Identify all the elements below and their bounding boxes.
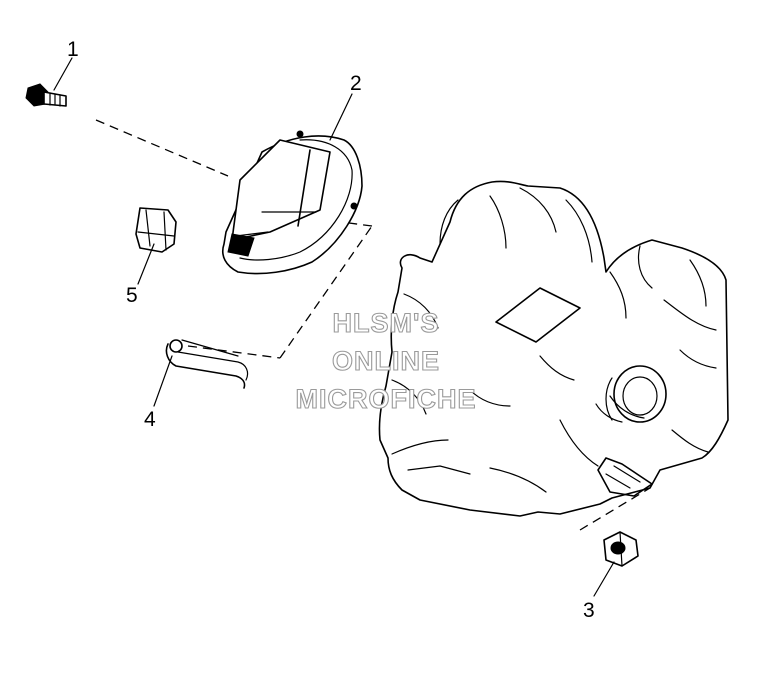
watermark-line-2: ONLINE [332, 346, 440, 376]
callout-1: 1 [67, 38, 79, 61]
spring-part [165, 339, 249, 389]
nut-part [603, 531, 639, 567]
callout-3: 3 [583, 599, 595, 622]
clip-part [135, 207, 177, 253]
watermark-line-3: MICROFICHE [296, 384, 477, 414]
cover-part [222, 130, 363, 275]
bolt-part [25, 83, 67, 107]
transmission-case [378, 180, 729, 517]
watermark-line-1: HLSM'S [333, 308, 440, 338]
callout-5: 5 [126, 284, 138, 307]
callout-4: 4 [144, 408, 156, 431]
watermark: HLSM'S ONLINE MICROFICHE [295, 307, 477, 414]
callout-2: 2 [350, 72, 362, 95]
callout-labels: 1 2 3 4 5 [67, 38, 595, 622]
callout-leaders [53, 57, 615, 597]
